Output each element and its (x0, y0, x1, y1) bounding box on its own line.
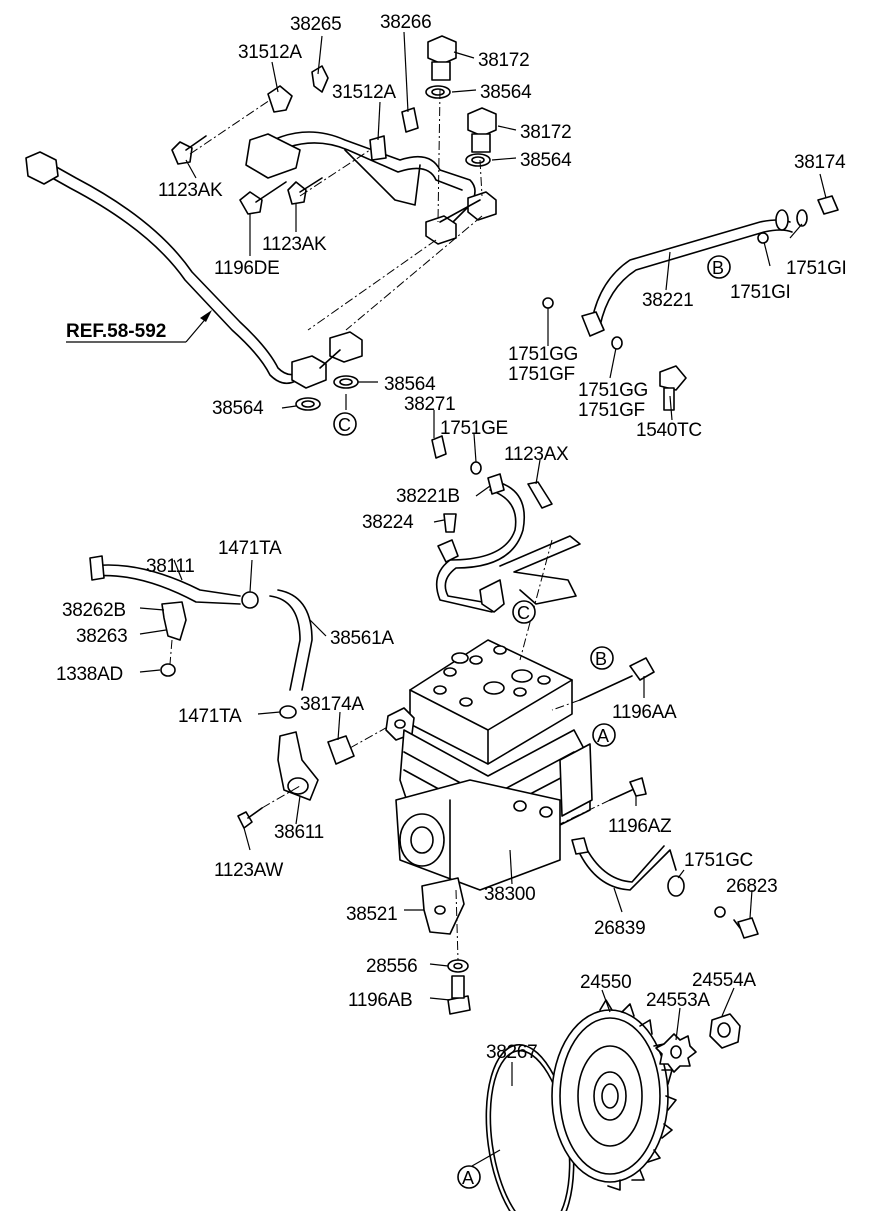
callout-38224: 38224 (362, 512, 414, 533)
callout-1751GI: 1751GI (730, 282, 791, 303)
callout-1196AA: 1196AA (612, 702, 677, 723)
callout-1196DE: 1196DE (214, 258, 279, 279)
callout-38172: 38172 (478, 50, 529, 71)
circle-markers: B C C B A A (333, 255, 731, 1189)
callout-1123AK: 1123AK (158, 180, 223, 201)
callout-1751GF: 1751GF (578, 400, 645, 421)
leader-lines (139, 31, 827, 1167)
callout-28556: 28556 (366, 956, 417, 977)
callout-24550: 24550 (580, 972, 631, 993)
callout-38174: 38174 (794, 152, 846, 173)
oil-pipe-26839 (571, 837, 759, 939)
callout-38172: 38172 (520, 122, 571, 143)
callout-1471TA: 1471TA (218, 538, 282, 559)
callout-1751GE: 1751GE (440, 418, 508, 439)
callout-38611: 38611 (274, 822, 324, 843)
callout-31512A: 31512A (332, 82, 396, 103)
callout-38271: 38271 (404, 394, 455, 415)
callout-38300: 38300 (484, 884, 535, 905)
callout-1196AZ: 1196AZ (608, 816, 672, 837)
callout-38521: 38521 (346, 904, 397, 925)
callout-1123AW: 1123AW (214, 860, 283, 881)
marker-b-body: B (595, 649, 607, 669)
marker-b-top: B (712, 258, 724, 278)
reference-label: REF.58-592 (66, 321, 166, 342)
callout-24554A: 24554A (692, 970, 756, 991)
callout-38263: 38263 (76, 626, 127, 647)
callout-38221B: 38221B (396, 486, 460, 507)
gear-assembly (485, 999, 741, 1211)
callout-1751GG: 1751GG (578, 380, 648, 401)
top-pipe-assembly (25, 35, 497, 411)
callout-24553A: 24553A (646, 990, 710, 1011)
reference-note: REF.58-592 (66, 310, 212, 343)
callout-1751GI: 1751GI (786, 258, 847, 279)
callout-38262B: 38262B (62, 600, 126, 621)
callout-38561A: 38561A (330, 628, 394, 649)
callout-38174A: 38174A (300, 694, 364, 715)
callout-1540TC: 1540TC (636, 420, 702, 441)
callout-38564: 38564 (520, 150, 572, 171)
callout-26823: 26823 (726, 876, 777, 897)
marker-c-body: C (517, 603, 530, 623)
marker-c-top: C (338, 415, 351, 435)
callout-38111: 38111 (146, 556, 195, 577)
marker-a-body: A (597, 726, 609, 746)
callout-38564: 38564 (384, 374, 436, 395)
callout-1338AD: 1338AD (56, 664, 123, 685)
part-callouts: 38265 38266 31512A 31512A 38172 38564 38… (56, 12, 847, 1063)
callout-38564: 38564 (212, 398, 264, 419)
callout-38265: 38265 (290, 14, 341, 35)
callout-1196AB: 1196AB (348, 990, 412, 1011)
intake-hoses (89, 555, 401, 829)
discharge-pipe-38221 (542, 195, 839, 411)
callout-1751GC: 1751GC (684, 850, 753, 871)
callout-1751GG: 1751GG (508, 344, 578, 365)
callout-38564: 38564 (480, 82, 532, 103)
pipe-38221B (431, 435, 581, 613)
compressor-body (385, 539, 655, 1015)
marker-a-gasket: A (462, 1168, 474, 1188)
callout-1751GF: 1751GF (508, 364, 575, 385)
callout-26839: 26839 (594, 918, 645, 939)
callout-1123AK: 1123AK (262, 234, 327, 255)
callout-38267: 38267 (486, 1042, 537, 1063)
callout-31512A: 31512A (238, 42, 302, 63)
callout-1123AX: 1123AX (504, 444, 569, 465)
callout-1471TA: 1471TA (178, 706, 242, 727)
callout-38221: 38221 (642, 290, 693, 311)
callout-38266: 38266 (380, 12, 431, 33)
